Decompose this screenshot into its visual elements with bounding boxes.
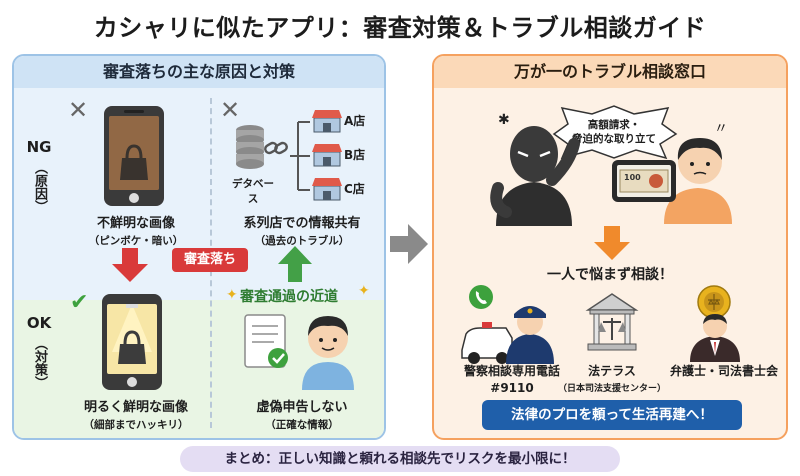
ok-label-main: OK — [26, 314, 52, 332]
x-mark-icon: ✕ — [68, 96, 89, 124]
bright-phone-icon — [102, 294, 162, 390]
ng-label-main: NG — [26, 138, 52, 156]
page-title: カシャリに似たアプリ：審査対策＆トラブル相談ガイド — [93, 14, 707, 42]
sparkle-icon: ✦ — [226, 287, 238, 303]
arrow-up-icon — [278, 246, 312, 282]
ng-item-2-title: 系列店での情報共有 — [243, 216, 361, 231]
bag-icon — [120, 144, 148, 180]
summary-pill: まとめ：正しい知識と頼れる相談先でリスクを最小限に！ — [180, 446, 620, 472]
org-lawyer: 弁護士・司法書士会 — [664, 362, 784, 379]
threatening-figure-icon — [490, 126, 580, 226]
ok-item-2-sub: （正確な情報） — [265, 419, 339, 431]
right-panel-trouble-consultation: 万が一のトラブル相談窓口 高額請求・ 脅迫的な取り立て ✱ 〃 100 一人で悩… — [432, 54, 788, 440]
arrow-right-icon — [390, 224, 428, 264]
fail-badge: 審査落ち — [172, 248, 248, 272]
org-houterasu-name: 法テラス — [588, 364, 636, 378]
bag-icon — [118, 330, 146, 364]
sparkle-icon: ✦ — [358, 283, 370, 299]
store-icon — [312, 144, 342, 167]
blurry-phone-icon — [104, 106, 164, 206]
ok-item-1-title: 明るく鮮明な画像 — [83, 400, 188, 415]
check-mark-icon: ✔ — [70, 290, 89, 315]
ng-item-info-sharing: 系列店での情報共有 （過去のトラブル） — [222, 212, 382, 248]
org-lawyer-name: 弁護士・司法書士会 — [669, 364, 778, 378]
phone-icon — [469, 285, 493, 309]
arrow-down-icon — [594, 226, 630, 260]
ok-item-1-sub: （細部までハッキリ） — [83, 419, 189, 431]
store-b-label: B店 — [344, 148, 366, 162]
org-houterasu: 法テラス （日本司法支援センター） — [552, 362, 672, 394]
speech-line-2: 脅迫的な取り立て — [572, 133, 656, 145]
store-a-label: A店 — [344, 114, 366, 128]
database-label: デタベース — [232, 178, 274, 205]
worried-person-icon — [664, 138, 732, 224]
worry-lines-icon: 〃 — [714, 121, 728, 137]
org-police-number: #9110 — [490, 381, 534, 395]
anger-mark-icon: ✱ — [498, 112, 510, 128]
ok-item-no-false-declaration: 虚偽申告しない （正確な情報） — [226, 396, 378, 432]
ng-label: NG （原因） — [12, 136, 66, 214]
org-houterasu-sub: （日本司法支援センター） — [557, 384, 666, 394]
ok-label: OK （対策） — [12, 312, 66, 390]
link-icon — [264, 141, 288, 155]
x-mark-icon: ✕ — [220, 96, 241, 124]
store-icon — [312, 178, 342, 201]
store-c-label: C店 — [344, 182, 365, 196]
ng-label-sub: （原因） — [32, 161, 47, 213]
consult-message: 一人で悩まず相談！ — [547, 267, 673, 283]
speech-text: 高額請求・ 脅迫的な取り立て — [558, 108, 670, 156]
left-panel-header: 審査落ちの主な原因と対策 — [14, 56, 384, 88]
bill-amount: 100 — [624, 173, 641, 182]
org-police: 警察相談専用電話 #9110 — [440, 362, 584, 395]
speech-bubble — [552, 105, 678, 160]
arrow-down-icon — [112, 248, 148, 282]
right-panel-header: 万が一のトラブル相談窓口 — [434, 56, 786, 88]
ok-item-bright-image: 明るく鮮明な画像 （細部までハッキリ） — [62, 396, 210, 432]
legal-pro-banner: 法律のプロを頼って生活再建へ！ — [482, 400, 742, 430]
lawyer-badge-icon — [697, 285, 731, 319]
store-icon — [312, 110, 342, 133]
ng-item-1-title: 不鮮明な画像 — [96, 216, 175, 231]
ng-item-1-sub: （ピンボケ・暗い） — [88, 235, 184, 247]
honest-person-icon — [302, 316, 354, 390]
database-icon — [236, 125, 264, 169]
store-connector — [290, 121, 310, 191]
phone-bill-icon — [612, 160, 676, 202]
ok-label-sub: （対策） — [32, 337, 47, 389]
document-icon — [244, 314, 288, 368]
org-police-name: 警察相談専用電話 — [463, 364, 560, 378]
ng-item-blurry-image: 不鮮明な画像 （ピンボケ・暗い） — [62, 212, 210, 248]
ok-item-2-title: 虚偽申告しない — [256, 400, 348, 415]
courthouse-icon — [585, 293, 639, 351]
lawyer-icon — [690, 314, 740, 362]
pass-shortcut-label: 審査通過の近道 — [240, 289, 338, 305]
police-icon — [461, 306, 554, 364]
speech-line-1: 高額請求・ — [587, 119, 641, 131]
ng-item-2-sub: （過去のトラブル） — [254, 235, 350, 247]
